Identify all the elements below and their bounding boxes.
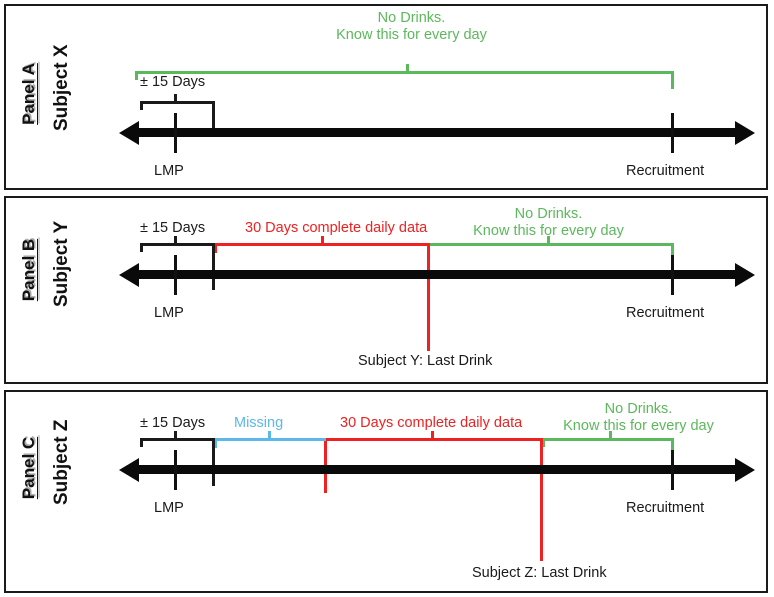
panel-a-window-leg-right xyxy=(212,101,215,137)
panel-a-window-rail xyxy=(140,101,214,104)
panel-c-lmp-label: LMP xyxy=(154,500,184,516)
panel-b-last-drink-label: Subject Y: Last Drink xyxy=(358,353,493,369)
panel-a-label-block: Panel A Subject X xyxy=(6,6,102,188)
panel-b-recruitment-label: Recruitment xyxy=(626,305,705,321)
panel-a-name: Panel A xyxy=(19,63,38,125)
panel-a: Panel A Subject X No Drinks. Know this f… xyxy=(4,4,768,190)
panel-b-arrow-right xyxy=(735,262,755,287)
panel-b-arrow-left xyxy=(119,262,139,287)
panel-b-daily-data-leg-left xyxy=(214,243,217,253)
panel-a-lmp-tick xyxy=(174,113,177,153)
panel-a-recruitment-label: Recruitment xyxy=(626,163,705,179)
panel-a-no-drinks-leg-right xyxy=(671,71,674,89)
panel-b-no-drinks-pip xyxy=(547,236,550,243)
panel-a-no-drinks-pip xyxy=(406,64,409,71)
panel-c-lmp-tick xyxy=(174,450,177,490)
panel-c-arrow-right xyxy=(735,457,755,482)
panel-c-daily-data-pip xyxy=(431,431,434,438)
panel-c-arrow-left xyxy=(119,457,139,482)
panel-a-recruitment-tick xyxy=(671,113,674,153)
panel-b-daily-data-rail xyxy=(214,243,429,246)
panel-b-window-leg-right xyxy=(212,243,215,290)
panel-c: Panel C Subject Z No Drinks. Know this f… xyxy=(4,390,768,593)
panel-c-recruitment-label: Recruitment xyxy=(626,500,705,516)
panel-c-no-drinks-pip xyxy=(609,431,612,438)
panel-b-window-pip xyxy=(174,236,177,243)
panel-b-no-drinks-caption: No Drinks. Know this for every day xyxy=(473,206,624,239)
panel-a-arrow-left xyxy=(119,120,139,145)
panel-a-window-caption: ± 15 Days xyxy=(140,74,206,90)
panel-c-subject: Subject Z xyxy=(51,419,72,505)
panel-c-daily-data-rail xyxy=(324,438,542,441)
panel-a-timeline xyxy=(137,128,737,137)
panel-c-no-drinks-leg-right xyxy=(671,438,674,455)
panel-b-daily-data-pip xyxy=(321,236,324,243)
panel-b-recruitment-tick xyxy=(671,255,674,295)
panel-b-window-rail xyxy=(140,243,214,246)
panel-b-label-block: Panel B Subject Y xyxy=(6,198,102,382)
panel-c-name: Panel C xyxy=(19,436,38,500)
panel-c-window-caption: ± 15 Days xyxy=(140,415,206,431)
panel-c-window-leg-right xyxy=(212,438,215,486)
panel-a-no-drinks-rail xyxy=(135,71,673,74)
panel-c-window-pip xyxy=(174,431,177,438)
panel-a-window-pip xyxy=(174,94,177,101)
panel-b-window-caption: ± 15 Days xyxy=(140,220,206,236)
panel-b-lmp-tick xyxy=(174,255,177,295)
panel-b-daily-data-caption: 30 Days complete daily data xyxy=(245,220,428,236)
panel-c-last-drink-leg xyxy=(540,438,543,561)
panel-b: Panel B Subject Y No Drinks. Know this f… xyxy=(4,196,768,384)
panel-b-subject: Subject Y xyxy=(51,220,72,307)
panel-c-no-drinks-caption: No Drinks. Know this for every day xyxy=(563,401,714,434)
panel-a-window-leg-left xyxy=(140,101,143,110)
panel-b-lmp-label: LMP xyxy=(154,305,184,321)
panel-a-arrow-right xyxy=(735,120,755,145)
panel-c-last-drink-label: Subject Z: Last Drink xyxy=(472,565,607,581)
panel-a-lmp-label: LMP xyxy=(154,163,184,179)
panel-c-missing-leg-left xyxy=(214,438,217,448)
panel-c-no-drinks-leg-left xyxy=(542,438,545,447)
panel-a-no-drinks-caption: No Drinks. Know this for every day xyxy=(336,10,487,43)
panel-b-name: Panel B xyxy=(19,238,38,302)
panel-c-daily-data-caption: 30 Days complete daily data xyxy=(340,415,523,431)
panel-c-missing-pip xyxy=(268,431,271,438)
panel-c-window-leg-left xyxy=(140,438,143,447)
panel-c-recruitment-tick xyxy=(671,450,674,490)
panel-c-label-block: Panel C Subject Z xyxy=(6,392,102,591)
panel-c-missing-caption: Missing xyxy=(234,415,284,431)
panel-a-no-drinks-leg-left xyxy=(135,71,138,80)
panel-b-last-drink-leg xyxy=(427,243,430,351)
panel-c-window-rail xyxy=(140,438,214,441)
panel-a-subject: Subject X xyxy=(51,44,72,131)
panel-c-timeline xyxy=(137,465,737,474)
panel-b-timeline xyxy=(137,270,737,279)
panel-c-missing-rail xyxy=(214,438,326,441)
panel-b-no-drinks-rail xyxy=(427,243,673,246)
panel-b-window-leg-left xyxy=(140,243,143,252)
panel-b-no-drinks-leg-right xyxy=(671,243,674,261)
panel-c-no-drinks-rail xyxy=(542,438,673,441)
